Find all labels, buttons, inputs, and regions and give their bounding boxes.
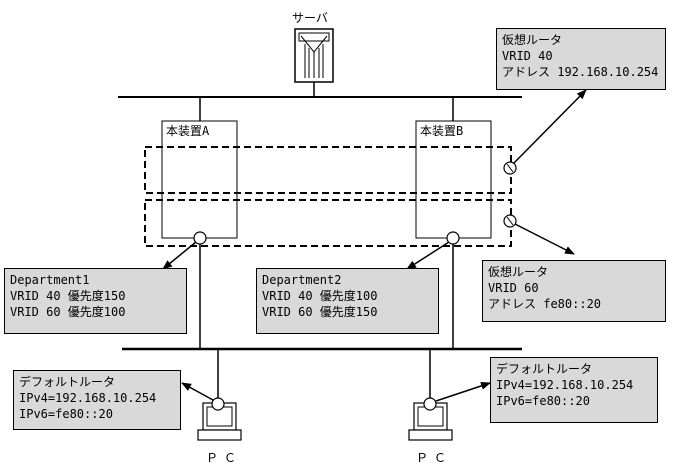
device-a-label: 本装置A <box>166 124 210 138</box>
arrow-to-department2 <box>406 241 450 270</box>
department1-vrid40: VRID 40 優先度150 <box>10 289 126 303</box>
department2-vrid60: VRID 60 優先度150 <box>262 305 378 319</box>
virtual-router-40-vrid: VRID 40 <box>502 49 553 63</box>
default-router-1-ipv6: IPv6=fe80::20 <box>19 407 113 421</box>
arrow-to-default-router-1 <box>181 382 214 401</box>
department2-box: Department2 VRID 40 優先度100 VRID 60 優先度15… <box>256 268 439 334</box>
arrow-to-department1 <box>162 241 197 270</box>
virtual-router-40-title: 仮想ルータ <box>502 33 563 47</box>
virtual-router-60-title: 仮想ルータ <box>488 265 549 279</box>
pc-2-icon <box>408 397 453 441</box>
default-router-1-ipv4: IPv4=192.168.10.254 <box>19 391 157 405</box>
department1-title: Department1 <box>10 273 90 287</box>
default-router-1-box: デフォルトルータ IPv4=192.168.10.254 IPv6=fe80::… <box>13 370 181 430</box>
arrow-to-virtual-router-60 <box>514 223 575 255</box>
arrow-to-default-router-2 <box>435 382 491 402</box>
default-router-2-ipv4: IPv4=192.168.10.254 <box>496 378 634 392</box>
pc-2-label: ＰＣ <box>416 451 453 465</box>
department1-vrid60: VRID 60 優先度100 <box>10 305 126 319</box>
virtual-router-40-box: 仮想ルータ VRID 40 アドレス 192.168.10.254 <box>496 28 666 90</box>
virtual-router-60-icon <box>503 214 517 228</box>
virtual-router-40-icon <box>503 161 517 175</box>
department1-box: Department1 VRID 40 優先度150 VRID 60 優先度10… <box>4 268 187 334</box>
server-label: サーバ <box>292 11 328 25</box>
virtual-router-40-address: アドレス 192.168.10.254 <box>502 65 659 79</box>
default-router-2-ipv6: IPv6=fe80::20 <box>496 394 590 408</box>
device-a-box <box>161 120 238 239</box>
device-b-label: 本装置B <box>420 124 464 138</box>
department2-title: Department2 <box>262 273 342 287</box>
default-router-2-title: デフォルトルータ <box>496 362 593 376</box>
virtual-router-60-box: 仮想ルータ VRID 60 アドレス fe80::20 <box>482 260 666 322</box>
arrow-to-virtual-router-40 <box>513 89 587 164</box>
pc-1-label: ＰＣ <box>206 451 243 465</box>
virtual-router-60-vrid: VRID 60 <box>488 281 539 295</box>
default-router-1-title: デフォルトルータ <box>19 375 116 389</box>
default-router-2-box: デフォルトルータ IPv4=192.168.10.254 IPv6=fe80::… <box>490 357 658 423</box>
virtual-router-60-address: アドレス fe80::20 <box>488 297 602 311</box>
server-icon <box>294 28 334 83</box>
department2-vrid40: VRID 40 優先度100 <box>262 289 378 303</box>
pc-1-icon <box>197 397 242 441</box>
